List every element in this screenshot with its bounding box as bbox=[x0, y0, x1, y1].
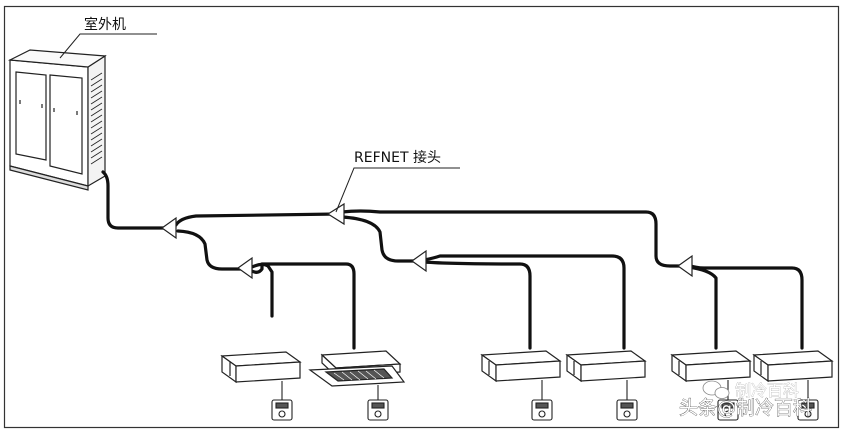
refnet-joint-leader bbox=[335, 167, 460, 213]
remote-controllers bbox=[271, 399, 819, 421]
remote-controller-icon bbox=[616, 399, 638, 421]
remote-controller-icon bbox=[797, 399, 819, 421]
cassette-indoor-unit-icon bbox=[308, 350, 406, 387]
outdoor-unit-leader bbox=[59, 33, 157, 59]
duct-indoor-unit-icon bbox=[565, 350, 647, 383]
remote-controller-icon bbox=[531, 399, 553, 421]
refnet-joints bbox=[160, 202, 693, 280]
watermark-faint-text: 制冷百科 bbox=[735, 381, 799, 400]
duct-indoor-unit-icon bbox=[480, 350, 562, 383]
refnet-joint-icon bbox=[676, 254, 693, 278]
outdoor-unit-icon bbox=[7, 49, 107, 191]
refnet-joint-icon bbox=[410, 249, 427, 273]
remote-controller-icon bbox=[717, 399, 739, 421]
refnet-joint-icon bbox=[236, 256, 253, 280]
outdoor-unit-label: 室外机 bbox=[84, 16, 126, 33]
remote-controller-icon bbox=[367, 399, 389, 421]
duct-indoor-unit-icon bbox=[670, 350, 752, 383]
refnet-joint-label: REFNET 接头 bbox=[354, 149, 441, 166]
watermark: 制冷百科 头条@制冷百科 bbox=[679, 380, 812, 419]
refrigerant-piping bbox=[101, 170, 804, 350]
refnet-joint-icon bbox=[160, 216, 177, 240]
refnet-joint-icon bbox=[326, 202, 345, 226]
duct-indoor-unit-icon bbox=[752, 350, 834, 383]
remote-controller-icon bbox=[271, 399, 293, 421]
duct-indoor-unit-icon bbox=[220, 351, 302, 384]
watermark-brand-text: 头条@制冷百科 bbox=[679, 397, 812, 419]
wechat-icon bbox=[702, 380, 730, 399]
diagram-border bbox=[3, 5, 840, 429]
